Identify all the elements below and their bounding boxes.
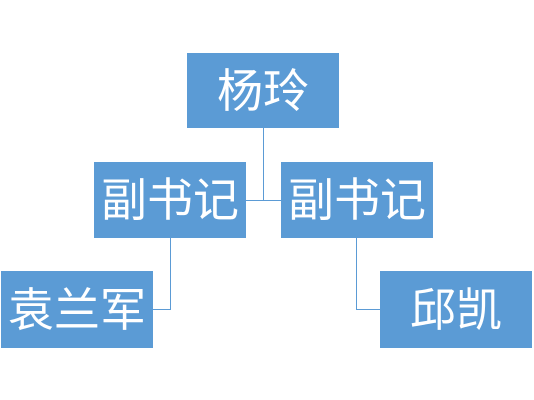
node-deputy-right: 副书记 — [281, 162, 433, 238]
node-deputy-left: 副书记 — [94, 162, 246, 238]
node-report-right: 邱凯 — [380, 271, 532, 348]
node-report-left: 袁兰军 — [1, 271, 153, 348]
node-root: 杨玲 — [187, 53, 339, 128]
